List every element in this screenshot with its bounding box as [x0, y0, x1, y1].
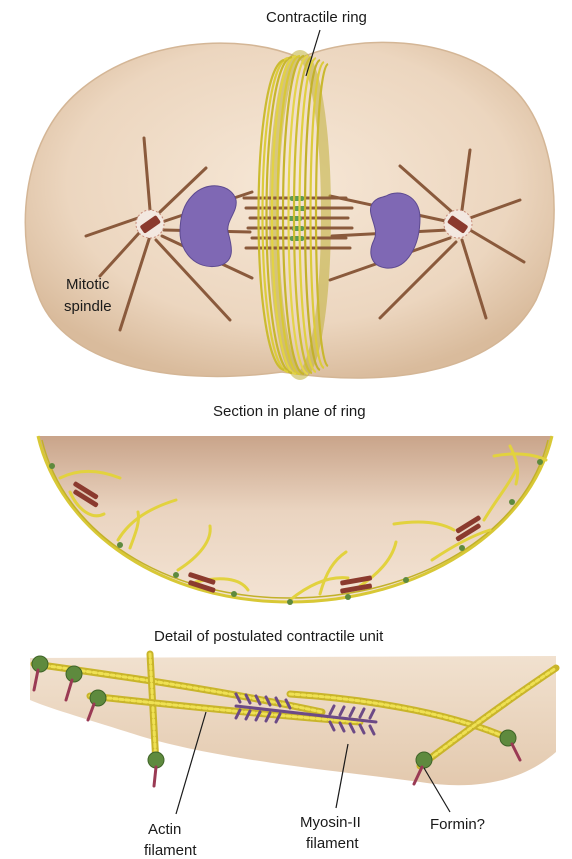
dividing-cell-panel: Contractile ring Mitotic spindle: [25, 9, 554, 378]
myosin-filament-label-line1: Myosin-II: [300, 814, 361, 831]
right-centrosome: [444, 210, 472, 238]
mitotic-spindle-label-line1: Mitotic: [66, 276, 110, 293]
formin-label: Formin?: [430, 816, 485, 833]
actin-filament-label-line1: Actin: [148, 821, 181, 838]
contractile-unit-title: Detail of postulated contractile unit: [154, 628, 384, 645]
mitotic-spindle-label-line2: spindle: [64, 298, 112, 315]
contractile-unit-panel: Detail of postulated contractile unit: [30, 628, 556, 859]
formin-4: [148, 752, 164, 786]
myosin-filament-label-line2: filament: [306, 835, 359, 852]
contractile-ring-label: Contractile ring: [266, 9, 367, 26]
ring-section-title: Section in plane of ring: [213, 403, 366, 420]
left-centrosome: [136, 210, 164, 238]
actin-filament-label-line2: filament: [144, 842, 197, 859]
ring-section-panel: Section in plane of ring: [38, 403, 552, 605]
